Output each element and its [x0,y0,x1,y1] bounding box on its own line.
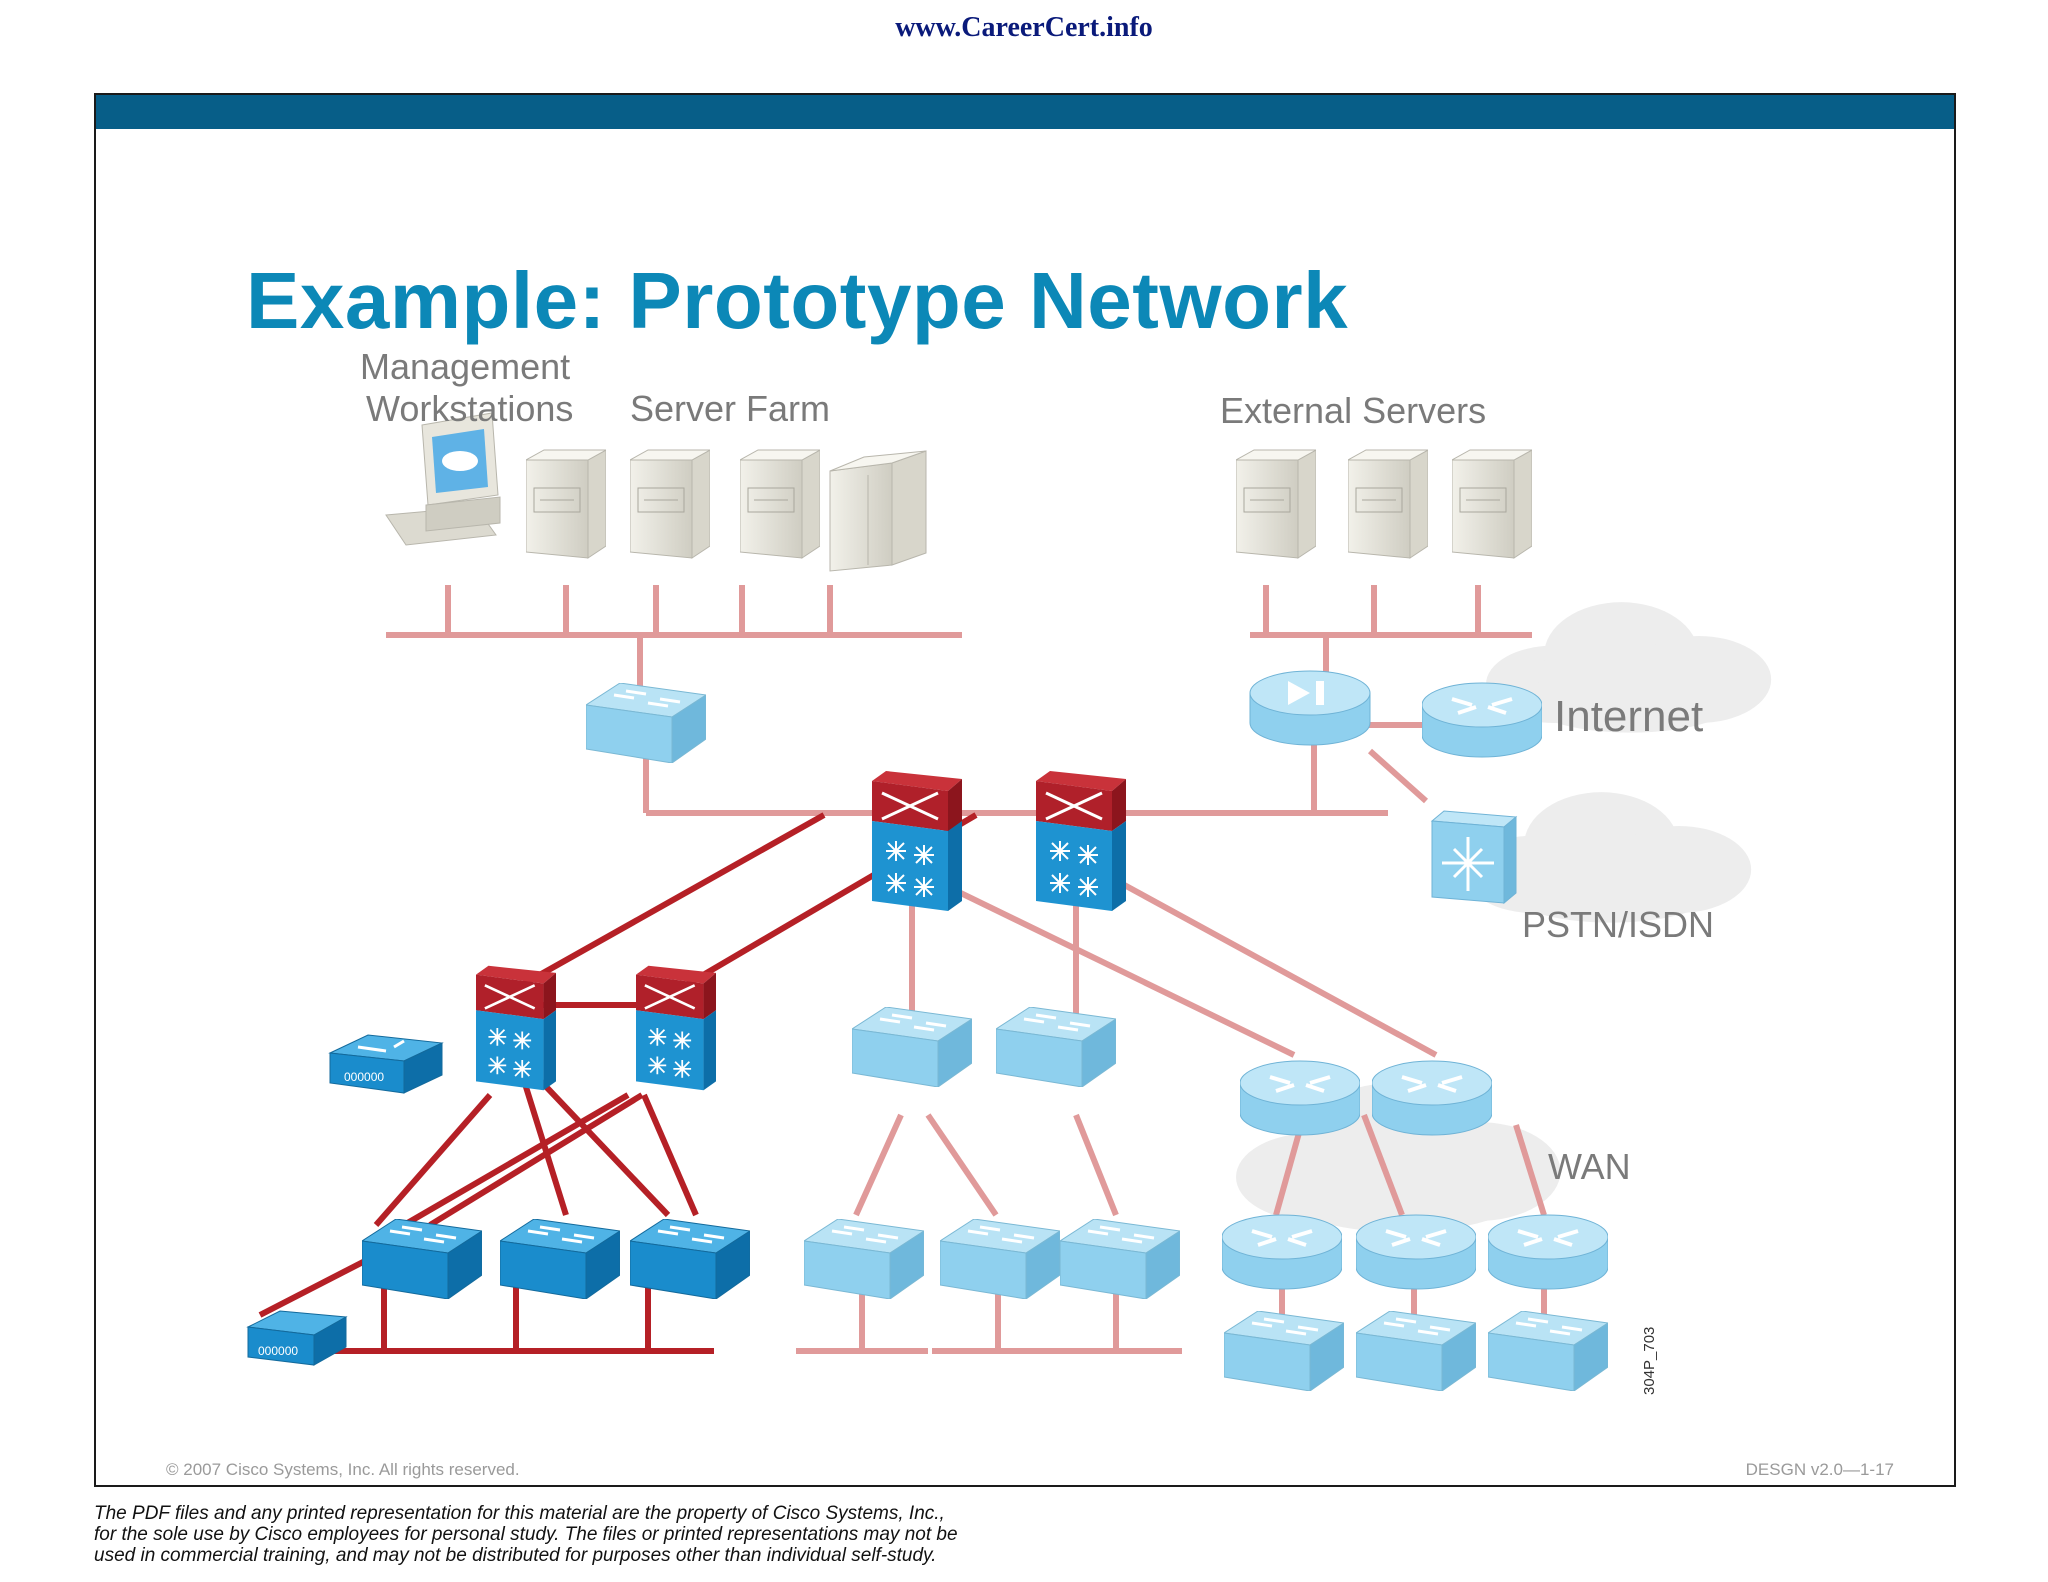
disclaimer: The PDF files and any printed representa… [94,1503,1194,1566]
core-switch-1 [872,771,962,911]
server-farm-label: Server Farm [630,388,830,429]
slide-title: Example: Prototype Network [246,256,1349,345]
disclaimer-line-1: The PDF files and any printed representa… [94,1503,945,1524]
distribution-switch-1 [476,964,556,1092]
svg-text:000000: 000000 [344,1070,384,1084]
management-label-line2: Workstations [366,388,573,429]
slide: Example: Prototype Network [94,93,1956,1487]
external-server-1 [1236,449,1316,559]
distribution-switch-2 [636,964,716,1092]
distribution-switch-light-2 [996,1007,1116,1087]
branch-switch-3 [1488,1311,1608,1391]
server-farm-server-1 [526,449,606,559]
site-url[interactable]: www.CareerCert.info [895,12,1153,43]
server-farm-server-3 [740,449,820,559]
distribution-switch-light-1 [852,1007,972,1087]
external-server-3 [1452,449,1532,559]
wan-router-2 [1372,1059,1492,1137]
access-switch-light-1 [804,1219,924,1299]
server-farm-server-2 [630,449,710,559]
management-workstation [385,412,501,546]
wan-router-5 [1488,1213,1608,1291]
access-switch-light-3 [1060,1219,1180,1299]
core-switch-2 [1036,771,1126,911]
wan-router-3 [1222,1213,1342,1291]
disclaimer-line-2: for the sole use by Cisco employees for … [94,1524,958,1545]
branch-switch-1 [1224,1311,1344,1391]
pstn-label: PSTN/ISDN [1522,904,1714,945]
access-switch-light-2 [940,1219,1060,1299]
access-switch-dark-2 [500,1219,620,1299]
light-links [386,585,1547,1354]
internet-router [1422,681,1542,759]
server-farm-switch [586,683,706,763]
course-code-footer: DESGN v2.0—1-17 [1745,1460,1894,1479]
copyright-footer: © 2007 Cisco Systems, Inc. All rights re… [166,1460,520,1479]
internet-label: Internet [1554,692,1703,741]
pstn-access-server [1430,810,1518,905]
branch-switch-2 [1356,1311,1476,1391]
external-server-2 [1348,449,1428,559]
network-diagram: 000000 000000 [246,346,1772,1395]
slide-header-bar [96,95,1954,129]
disclaimer-line-3: used in commercial training, and may not… [94,1545,937,1566]
external-servers-label: External Servers [1220,390,1486,431]
svg-text:000000: 000000 [258,1344,298,1358]
wan-label: WAN [1548,1146,1631,1187]
management-label-line1: Management [360,346,570,387]
ip-phone-device: 000000 [246,1310,348,1366]
access-switch-dark-3 [630,1219,750,1299]
server-farm-mainframe [829,450,927,572]
figure-id: 304P_703 [1641,1327,1658,1395]
access-switch-dark-1 [362,1219,482,1299]
firewall-pix [1249,670,1371,746]
wireless-access-point: 000000 [328,1034,444,1094]
wan-router-4 [1356,1213,1476,1291]
wan-router-1 [1240,1059,1360,1137]
